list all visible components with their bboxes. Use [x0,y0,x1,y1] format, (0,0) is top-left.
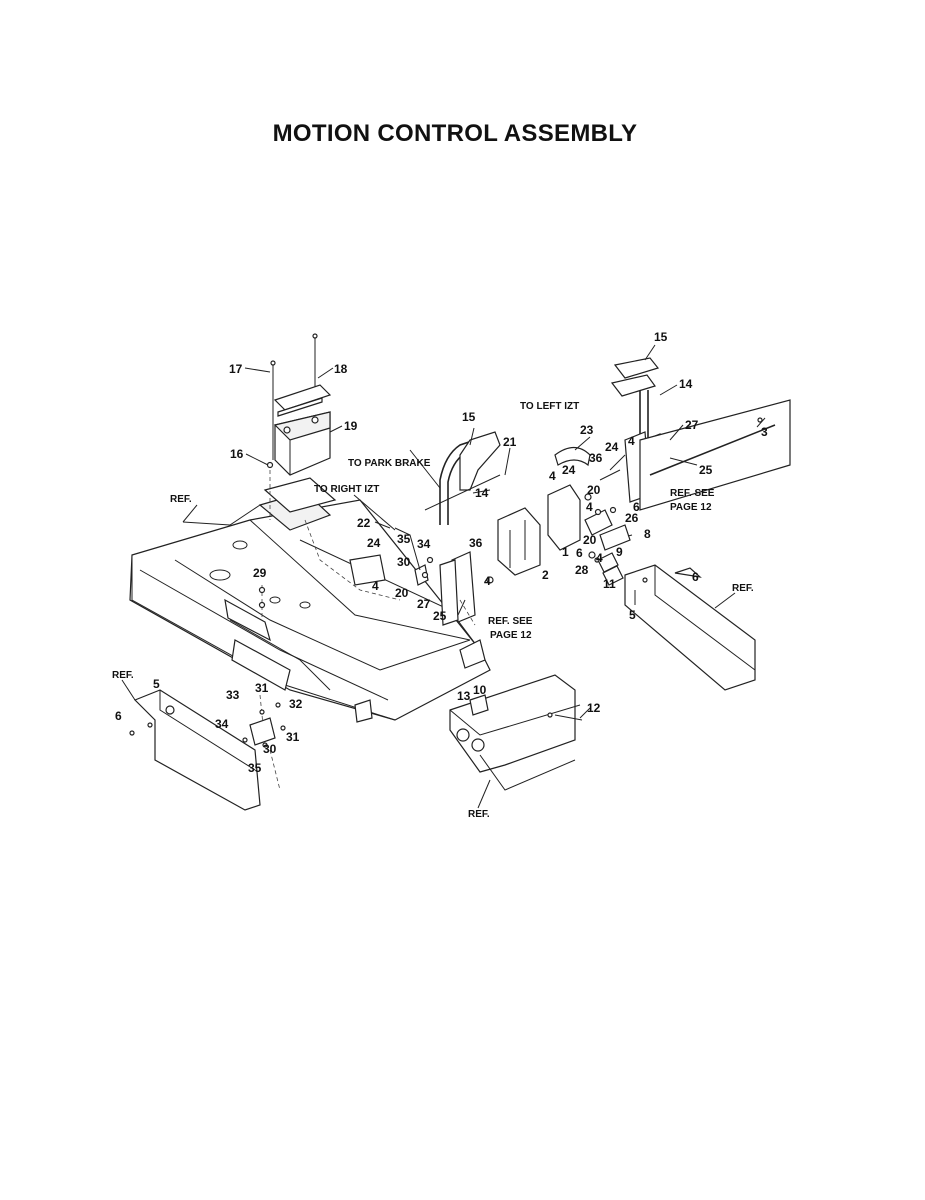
callout-4: 4 [628,434,635,448]
callout-4: 4 [372,579,379,593]
callout-22: 22 [357,516,371,530]
callout-25: 25 [433,609,447,623]
callout-34: 34 [215,717,229,731]
callout-4: 4 [596,551,603,565]
page-title: MOTION CONTROL ASSEMBLY [272,120,638,147]
left-panel-ref [129,689,266,811]
callout-25: 25 [699,463,713,477]
callout-20: 20 [587,483,601,497]
callout-12: 12 [587,701,601,715]
callout-24: 24 [367,536,381,550]
hardware-cluster [242,585,286,791]
bracket-2 [497,507,541,576]
note-labels: TO LEFT IZT TO PARK BRAKE TO RIGHT IZT R… [112,401,754,820]
callout-32: 32 [289,697,303,711]
callout-6: 6 [115,709,122,723]
callout-31: 31 [286,730,300,744]
callout-4: 4 [586,500,593,514]
callout-24: 24 [605,440,619,454]
callout-9: 9 [616,545,623,559]
note-page-12-center: PAGE 12 [490,630,532,641]
callout-30: 30 [263,742,277,756]
callout-14: 14 [475,486,489,500]
callout-6: 6 [576,546,583,560]
callout-34: 34 [417,537,431,551]
note-ref-right-arm: REF. [732,583,754,594]
note-ref-left-panel: REF. [112,670,134,681]
callout-15: 15 [654,330,668,344]
callout-29: 29 [253,566,267,580]
callout-5: 5 [629,608,636,622]
callout-10: 10 [473,683,487,697]
callout-31: 31 [255,681,269,695]
note-ref-frame: REF. [170,494,192,505]
callout-5: 5 [153,677,160,691]
leader-lines [121,344,766,809]
callout-14: 14 [679,377,693,391]
callout-27: 27 [685,418,699,432]
callout-20: 20 [395,586,409,600]
callout-18: 18 [334,362,348,376]
callout-30: 30 [397,555,411,569]
center-control-lever [394,431,501,626]
callout-6: 6 [692,570,699,584]
note-to-left-izt: TO LEFT IZT [520,401,579,412]
note-ref-see-right: REF. SEE [670,488,715,499]
note-ref-bottom-panel: REF. [468,809,490,820]
callout-6: 6 [633,500,640,514]
right-panel-and-rod [639,399,791,511]
callout-4: 4 [484,574,491,588]
right-arm-ref [624,564,756,691]
callout-19: 19 [344,419,358,433]
callout-26: 26 [625,511,639,525]
callout-23: 23 [580,423,594,437]
callout-16: 16 [230,447,244,461]
callout-36: 36 [469,536,483,550]
callout-35: 35 [397,532,411,546]
callout-2: 2 [542,568,549,582]
callout-33: 33 [226,688,240,702]
callout-17: 17 [229,362,243,376]
callout-labels: 15 14 27 3 25 23 24 4 36 24 4 20 6 26 4 … [115,330,768,775]
callout-8: 8 [644,527,651,541]
note-ref-see-center: REF. SEE [488,616,533,627]
callout-27: 27 [417,597,431,611]
callout-36: 36 [589,451,603,465]
callout-35: 35 [248,761,262,775]
bottom-panel-ref [449,674,583,791]
callout-4: 4 [549,469,556,483]
callout-11: 11 [603,577,616,591]
note-to-park-brake: TO PARK BRAKE [348,458,431,469]
callout-21: 21 [503,435,517,449]
note-to-right-izt: TO RIGHT IZT [314,484,379,495]
callout-24: 24 [562,463,576,477]
main-frame [129,477,491,723]
callout-15: 15 [462,410,476,424]
callout-13: 13 [457,689,471,703]
callout-20: 20 [583,533,597,547]
note-page-12-right: PAGE 12 [670,502,712,513]
callout-28: 28 [575,563,589,577]
callout-3: 3 [761,425,768,439]
battery-assembly [266,333,332,520]
callout-1: 1 [562,545,569,559]
